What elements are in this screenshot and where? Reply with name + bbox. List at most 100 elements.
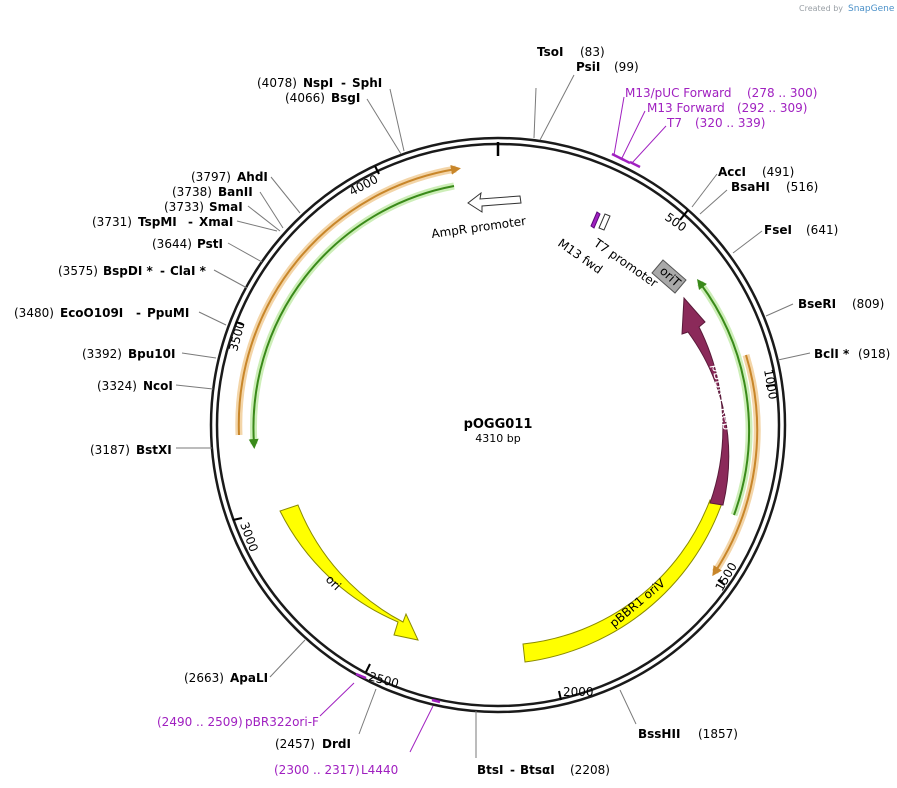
enzyme-ncoi-pos: (3324)	[97, 379, 137, 393]
enzyme-acci-pos: (491)	[762, 165, 794, 179]
track-right-orange	[712, 354, 759, 577]
enzyme-smai-pos: (3733)	[164, 200, 204, 214]
enzyme-tspmi-dash: -	[188, 215, 193, 229]
watermark-created-by: Created by	[799, 4, 843, 13]
tick-mark-4000	[374, 165, 380, 175]
tick-mark-1000	[765, 384, 776, 387]
enzyme-bcli-pos: (918)	[858, 347, 890, 361]
enzyme-bstxi[interactable]: BstXI	[136, 443, 172, 457]
enzyme-btsi-dash: -	[510, 763, 515, 777]
enzyme-bspdi-dash: -	[160, 264, 165, 278]
enzyme-clai[interactable]: ClaI *	[170, 264, 207, 278]
enzyme-ahdi[interactable]: AhdI	[237, 170, 268, 184]
track-left-green-halo	[249, 182, 455, 445]
enzyme-ecoo109i-pos: (3480)	[14, 306, 54, 320]
watermark-brand: SnapGene	[848, 4, 895, 14]
enzyme-drdi[interactable]: DrdI	[322, 737, 351, 751]
primer-leader-lines	[319, 96, 667, 753]
enzyme-tspmi-pos: (3731)	[92, 215, 132, 229]
enzyme-ncoi[interactable]: NcoI	[143, 379, 173, 393]
primer-sites	[355, 152, 641, 704]
primer-l4440-range: (2300 .. 2317)	[274, 763, 360, 777]
enzyme-ecoo109i[interactable]: EcoO109I	[60, 306, 123, 320]
enzyme-bsshii[interactable]: BssHII	[638, 727, 680, 741]
feature-ampr-promoter[interactable]	[467, 191, 522, 213]
enzyme-btsai[interactable]: BtsαI	[520, 763, 555, 777]
tick-mark-2000	[558, 690, 562, 701]
enzyme-bseri[interactable]: BseRI	[798, 297, 836, 311]
feature-t7-promoter[interactable]	[598, 213, 611, 231]
plasmid-length: 4310 bp	[475, 432, 520, 445]
enzyme-psti[interactable]: PstI	[197, 237, 223, 251]
primer-m13-puc-forward[interactable]: M13/pUC Forward	[625, 86, 732, 100]
enzyme-nspi-dash: -	[341, 76, 346, 90]
enzyme-psti-pos: (3644)	[152, 237, 192, 251]
enzyme-bsgi[interactable]: BsgI	[331, 91, 360, 105]
enzyme-xmai[interactable]: XmaI	[199, 215, 233, 229]
tick-mark-1500	[717, 579, 726, 586]
enzyme-apali[interactable]: ApaLI	[230, 671, 268, 685]
enzyme-bspdi[interactable]: BspDI *	[103, 264, 153, 278]
enzyme-banii-pos: (3738)	[172, 185, 212, 199]
tick-label-2000: 2000	[563, 685, 594, 699]
primer-m13-puc-forward-range: (278 .. 300)	[747, 86, 817, 100]
feature-ori[interactable]	[279, 504, 419, 641]
tick-mark-3000	[232, 517, 243, 521]
feature-m13-fwd[interactable]	[590, 211, 601, 229]
tick-mark-2500	[365, 663, 371, 673]
feature-pbbr1-rep-label: pBBR1 Rep	[709, 363, 734, 431]
enzyme-tsoi[interactable]: TsoI	[537, 45, 563, 59]
primer-pbr322ori-f-range: (2490 .. 2509)	[157, 715, 243, 729]
tick-label-1000: 1000	[761, 368, 780, 401]
primer-t7[interactable]: T7	[666, 116, 682, 130]
primer-l4440[interactable]: L4440	[361, 763, 398, 777]
feature-pbbr1-rep[interactable]	[681, 296, 730, 506]
primer-pbr322ori-f[interactable]: pBR322ori-F	[245, 715, 319, 729]
enzyme-tsoi-pos: (83)	[580, 45, 605, 59]
enzyme-ecoo109i-dash: -	[136, 306, 141, 320]
enzyme-bstxi-pos: (3187)	[90, 443, 130, 457]
primer-m13-forward-range: (292 .. 309)	[737, 101, 807, 115]
enzyme-ppumi[interactable]: PpuMI	[147, 306, 189, 320]
backbone-outer	[209, 136, 787, 714]
enzyme-bcli[interactable]: BclI *	[814, 347, 850, 361]
enzyme-nspi[interactable]: NspI	[303, 76, 333, 90]
enzyme-apali-pos: (2663)	[184, 671, 224, 685]
enzyme-bpu10i-pos: (3392)	[82, 347, 122, 361]
enzyme-fsei[interactable]: FseI	[764, 223, 792, 237]
enzyme-bspdi-pos: (3575)	[58, 264, 98, 278]
enzyme-leader-lines	[175, 74, 811, 758]
feature-pbbr1-oriv-label: pBBR1 oriV	[607, 576, 668, 631]
enzyme-sphi[interactable]: SphI	[352, 76, 382, 90]
enzyme-bsahi[interactable]: BsaHI	[731, 180, 770, 194]
enzyme-btsi-pos: (2208)	[570, 763, 610, 777]
enzyme-bseri-pos: (809)	[852, 297, 884, 311]
enzyme-ahdi-pos: (3797)	[191, 170, 231, 184]
enzyme-fsei-pos: (641)	[806, 223, 838, 237]
feature-ampr-promoter-label: AmpR promoter	[430, 214, 526, 241]
enzyme-bpu10i[interactable]: Bpu10I	[128, 347, 175, 361]
tick-mark-3500	[235, 321, 245, 326]
enzyme-nspi-pos: (4078)	[257, 76, 297, 90]
enzyme-banii[interactable]: BanII	[218, 185, 253, 199]
enzyme-bsahi-pos: (516)	[786, 180, 818, 194]
track-left-green	[248, 185, 455, 449]
enzyme-bsgi-pos: (4066)	[285, 91, 325, 105]
enzyme-smai[interactable]: SmaI	[209, 200, 243, 214]
enzyme-acci[interactable]: AccI	[718, 165, 746, 179]
enzyme-btsi[interactable]: BtsI	[477, 763, 504, 777]
enzyme-bsshii-pos: (1857)	[698, 727, 738, 741]
feature-orit[interactable]	[651, 259, 687, 294]
enzyme-tspmi[interactable]: TspMI	[138, 215, 177, 229]
track-right-green	[697, 278, 750, 516]
plasmid-name: pOGG011	[464, 417, 533, 432]
feature-pbbr1-oriv[interactable]	[522, 499, 723, 663]
primer-t7-range: (320 .. 339)	[695, 116, 765, 130]
primer-m13-forward[interactable]: M13 Forward	[647, 101, 725, 115]
enzyme-psii[interactable]: PsiI	[576, 60, 600, 74]
enzyme-drdi-pos: (2457)	[275, 737, 315, 751]
tick-mark-500	[679, 209, 689, 221]
track-left-orange	[237, 164, 461, 436]
